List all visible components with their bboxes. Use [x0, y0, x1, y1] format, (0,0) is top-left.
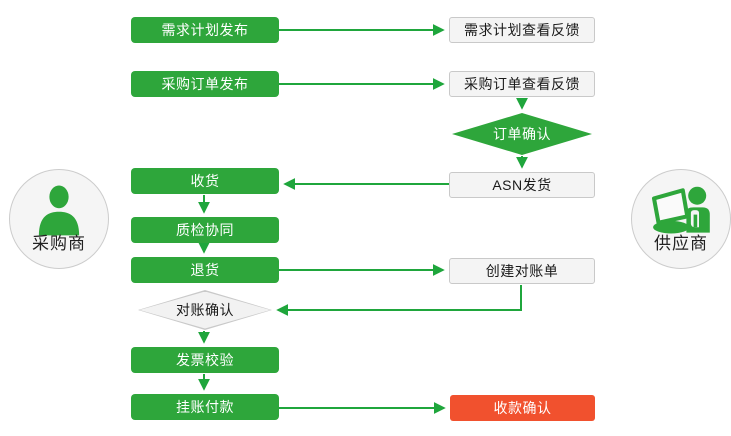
actor-supplier: 供应商	[631, 169, 731, 269]
actor-buyer: 采购商	[9, 169, 109, 269]
node-label: 采购订单查看反馈	[464, 76, 580, 92]
node-label: 收货	[190, 173, 220, 189]
node-label: 创建对账单	[485, 263, 559, 279]
node-label: 退货	[190, 262, 220, 278]
node-receive-goods: 收货	[131, 168, 279, 194]
node-order-confirm: 订单确认	[452, 113, 592, 155]
node-label: ASN发货	[492, 177, 552, 193]
node-receipt-confirm: 收款确认	[450, 395, 595, 421]
node-label: 订单确认	[493, 126, 551, 142]
person-icon	[10, 184, 108, 236]
node-invoice-verify: 发票校验	[131, 347, 279, 373]
node-label: 挂账付款	[176, 399, 234, 415]
node-label: 发票校验	[176, 352, 234, 368]
node-demand-plan-publish: 需求计划发布	[131, 17, 279, 43]
node-reconcile-confirm: 对账确认	[138, 290, 272, 330]
person-laptop-icon	[632, 184, 730, 238]
actor-label: 供应商	[654, 234, 708, 253]
node-book-payment: 挂账付款	[131, 394, 279, 420]
node-return-goods: 退货	[131, 257, 279, 283]
node-label: 对账确认	[176, 302, 234, 318]
node-label: 质检协同	[176, 222, 234, 238]
node-label: 需求计划查看反馈	[464, 22, 580, 38]
node-asn-ship: ASN发货	[449, 172, 595, 198]
node-create-statement: 创建对账单	[449, 258, 595, 284]
node-label: 需求计划发布	[161, 22, 249, 38]
node-demand-plan-feedback: 需求计划查看反馈	[449, 17, 595, 43]
node-quality-inspection: 质检协同	[131, 217, 279, 243]
node-label: 采购订单发布	[161, 76, 249, 92]
node-po-feedback: 采购订单查看反馈	[449, 71, 595, 97]
node-po-publish: 采购订单发布	[131, 71, 279, 97]
node-label: 收款确认	[493, 400, 552, 416]
actor-label: 采购商	[32, 234, 86, 253]
